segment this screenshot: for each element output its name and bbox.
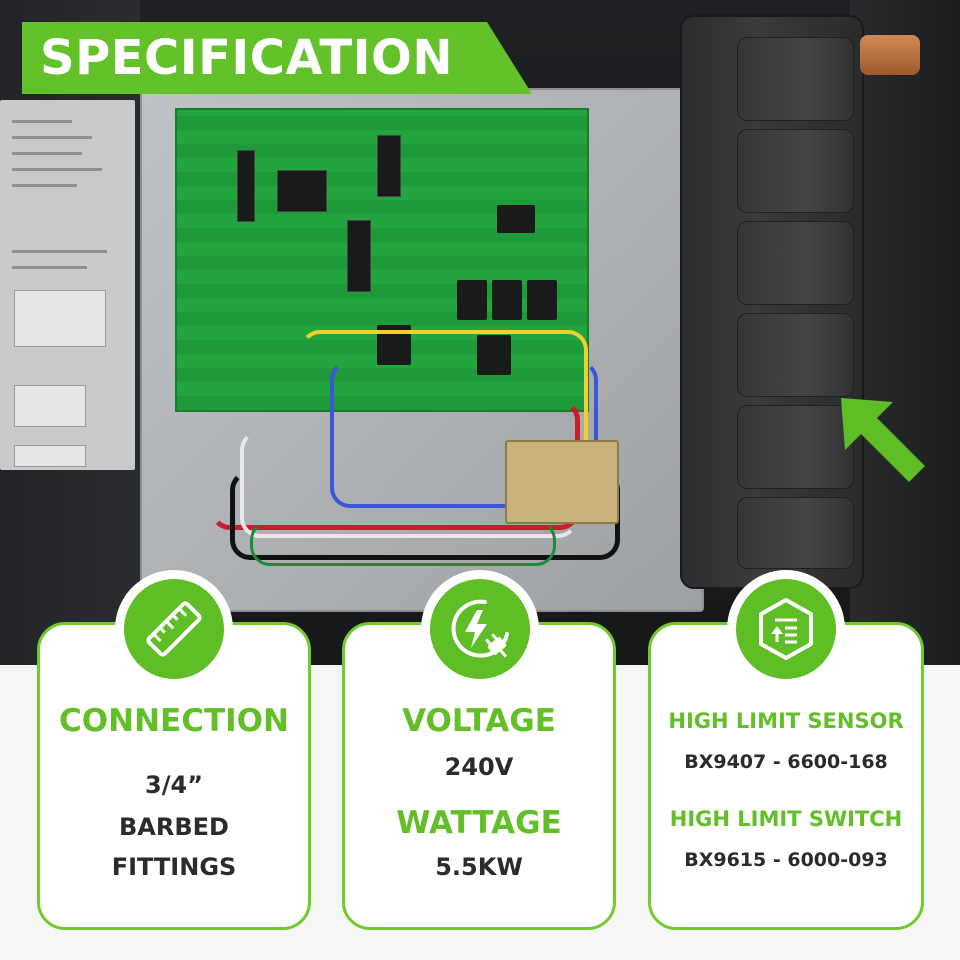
transformer bbox=[505, 440, 619, 524]
arrow-pointer-icon bbox=[841, 398, 925, 482]
connection-heading: CONNECTION bbox=[59, 703, 289, 739]
high-limit-badge bbox=[727, 570, 845, 688]
sensor-value: BX9407 - 6600-168 bbox=[684, 751, 888, 773]
copper-pipe bbox=[860, 35, 920, 75]
circuit-board bbox=[175, 108, 589, 412]
connection-badge bbox=[115, 570, 233, 688]
title-banner: SPECIFICATION bbox=[22, 22, 532, 94]
warning-label-plate bbox=[0, 100, 135, 470]
voltage-heading: VOLTAGE bbox=[402, 703, 556, 739]
connection-line-3: FITTINGS bbox=[111, 853, 237, 881]
heater-housing bbox=[680, 15, 864, 589]
connection-line-1: 3/4” bbox=[145, 771, 203, 799]
wall-right bbox=[850, 0, 960, 665]
wattage-heading: WATTAGE bbox=[396, 805, 562, 841]
power-card: VOLTAGE 240V WATTAGE 5.5KW bbox=[342, 622, 616, 930]
connection-line-2: BARBED bbox=[119, 813, 229, 841]
list-badge-icon bbox=[759, 598, 813, 660]
switch-value: BX9615 - 6000-093 bbox=[684, 849, 888, 871]
power-plug-icon bbox=[451, 599, 509, 658]
page-title: SPECIFICATION bbox=[40, 30, 453, 86]
voltage-value: 240V bbox=[444, 753, 514, 781]
switch-heading: HIGH LIMIT SWITCH bbox=[669, 807, 903, 831]
wattage-value: 5.5KW bbox=[435, 853, 523, 881]
product-photo bbox=[0, 0, 960, 665]
sensor-heading: HIGH LIMIT SENSOR bbox=[668, 709, 904, 733]
ruler-icon bbox=[146, 601, 202, 657]
power-badge bbox=[421, 570, 539, 688]
